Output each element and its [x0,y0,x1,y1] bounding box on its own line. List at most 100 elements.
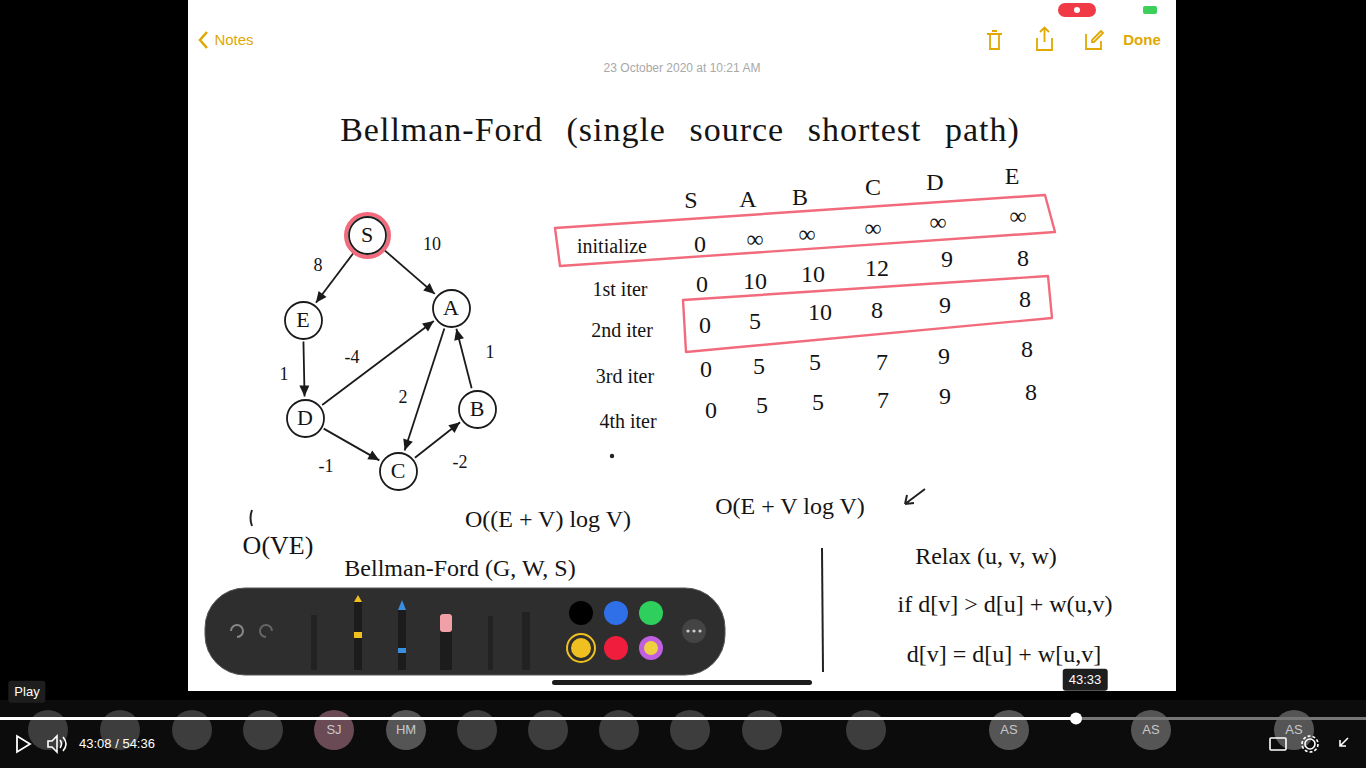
table-cell: ∞ [1009,203,1026,229]
graph-vertex: A [432,289,471,328]
table-cell: 10 [743,268,767,294]
edge-weight: 1 [484,343,497,363]
complexity-note: O((E + V) log V) [465,506,631,532]
row-header: 2nd iter [591,319,653,341]
volume-icon [48,736,66,752]
complexity-note: O(E + V log V) [715,493,865,519]
column-header: S [684,187,697,213]
tooltip: Play [8,681,45,703]
home-indicator [552,680,812,685]
column-header: A [739,186,756,212]
participant-initials: HM [396,723,416,737]
table-cell: ∞ [929,209,946,235]
edge-weight: 8 [312,256,325,276]
column-header: E [1005,163,1020,189]
row-header: 1st iter [593,278,648,300]
table-cell: 10 [801,261,825,287]
table-cell: 8 [1021,336,1033,362]
progress-handle [1070,713,1082,725]
edge-arrow [383,249,435,294]
edge-arrow [324,429,380,461]
table-cell: 9 [938,343,950,369]
table-cell: 0 [700,356,712,382]
table-cell: 8 [871,297,883,323]
vertex-label: C [391,459,406,483]
edge-arrow [454,329,471,388]
play-icon [17,736,30,752]
table-cell: 8 [1017,245,1029,271]
table-cell: 0 [694,231,706,257]
title: Bellman-Ford (single source shortest pat… [340,111,1020,148]
table-cell: ∞ [798,221,815,247]
vertex-label: S [361,223,373,247]
player-icons [1270,736,1348,752]
drawing-toolbar [205,588,725,675]
graph-vertex: B [458,390,497,429]
tooltip: 43:33 [1063,669,1108,691]
table-cell: 0 [699,312,711,338]
progress-fill [0,717,1076,720]
table-cell: 9 [939,383,951,409]
graph-vertex: D [286,399,325,438]
column-header: C [865,174,881,200]
vertex-label: A [443,296,459,320]
pseudocode: d[v] = d[u] + w[u,v] [907,641,1101,667]
participant-strip [0,700,1366,768]
pseudocode: if d[v] > d[u] + w(u,v) [897,591,1112,617]
participant-initials: SJ [326,723,341,737]
highlight-ring [346,214,389,257]
table-cell: 5 [749,308,761,334]
table-cell: ∞ [746,226,763,252]
table-cell: 5 [809,349,821,375]
done-button: Done [1123,32,1161,49]
pseudocode: Relax (u, v, w) [915,543,1057,569]
participant-initials: AS [1285,723,1302,737]
battery-icon [1143,6,1157,14]
table-cell: 5 [812,389,824,415]
edge-weight: -1 [317,457,336,477]
edge-weight: 10 [421,235,443,255]
vertex-label: B [470,397,485,421]
note-page [188,0,1176,691]
toolbar-icons [987,28,1103,51]
back-chevron [200,32,207,48]
table-cell: ∞ [864,215,881,241]
edge-arrow [299,341,309,396]
column-header: B [792,184,808,210]
edge-arrow [322,321,434,405]
table-cell: 7 [877,387,889,413]
row-header: 4th iter [599,410,656,432]
vertex-label: E [296,308,309,332]
edge-weight: -4 [343,348,362,368]
participant-avatars [28,710,1314,750]
column-header: D [926,169,943,195]
table-cell: 5 [753,353,765,379]
table-cell: 9 [939,292,951,318]
highlight-box [555,195,1055,352]
graph-vertex: E [284,301,323,340]
row-header: 3rd iter [596,365,654,387]
vertex-label: D [297,406,313,430]
participant-initials: AS [1142,723,1159,737]
table-cell: 8 [1025,379,1037,405]
table-cell: 10 [808,299,832,325]
time-display: 43:08 / 54:36 [79,737,155,751]
graph-vertex: S [348,216,387,255]
pseudocode: Bellman-Ford (G, W, S) [344,555,575,581]
record-indicator [1058,3,1096,17]
table-cell: 0 [705,397,717,423]
table-cell: 7 [876,349,888,375]
edge-weight: 1 [278,365,291,385]
date-stamp: 23 October 2020 at 10:21 AM [604,62,761,75]
table-cell: 5 [756,392,768,418]
graph-vertex: C [379,452,418,491]
complexity-note: O(VE) [243,532,314,561]
table-cell: 9 [941,246,953,272]
back-link: Notes [214,32,253,49]
table-cell: 8 [1019,286,1031,312]
edge-weight: -2 [451,453,470,473]
row-header: initialize [577,235,647,257]
table-cell: 12 [865,255,889,281]
progress-track [0,717,1366,720]
